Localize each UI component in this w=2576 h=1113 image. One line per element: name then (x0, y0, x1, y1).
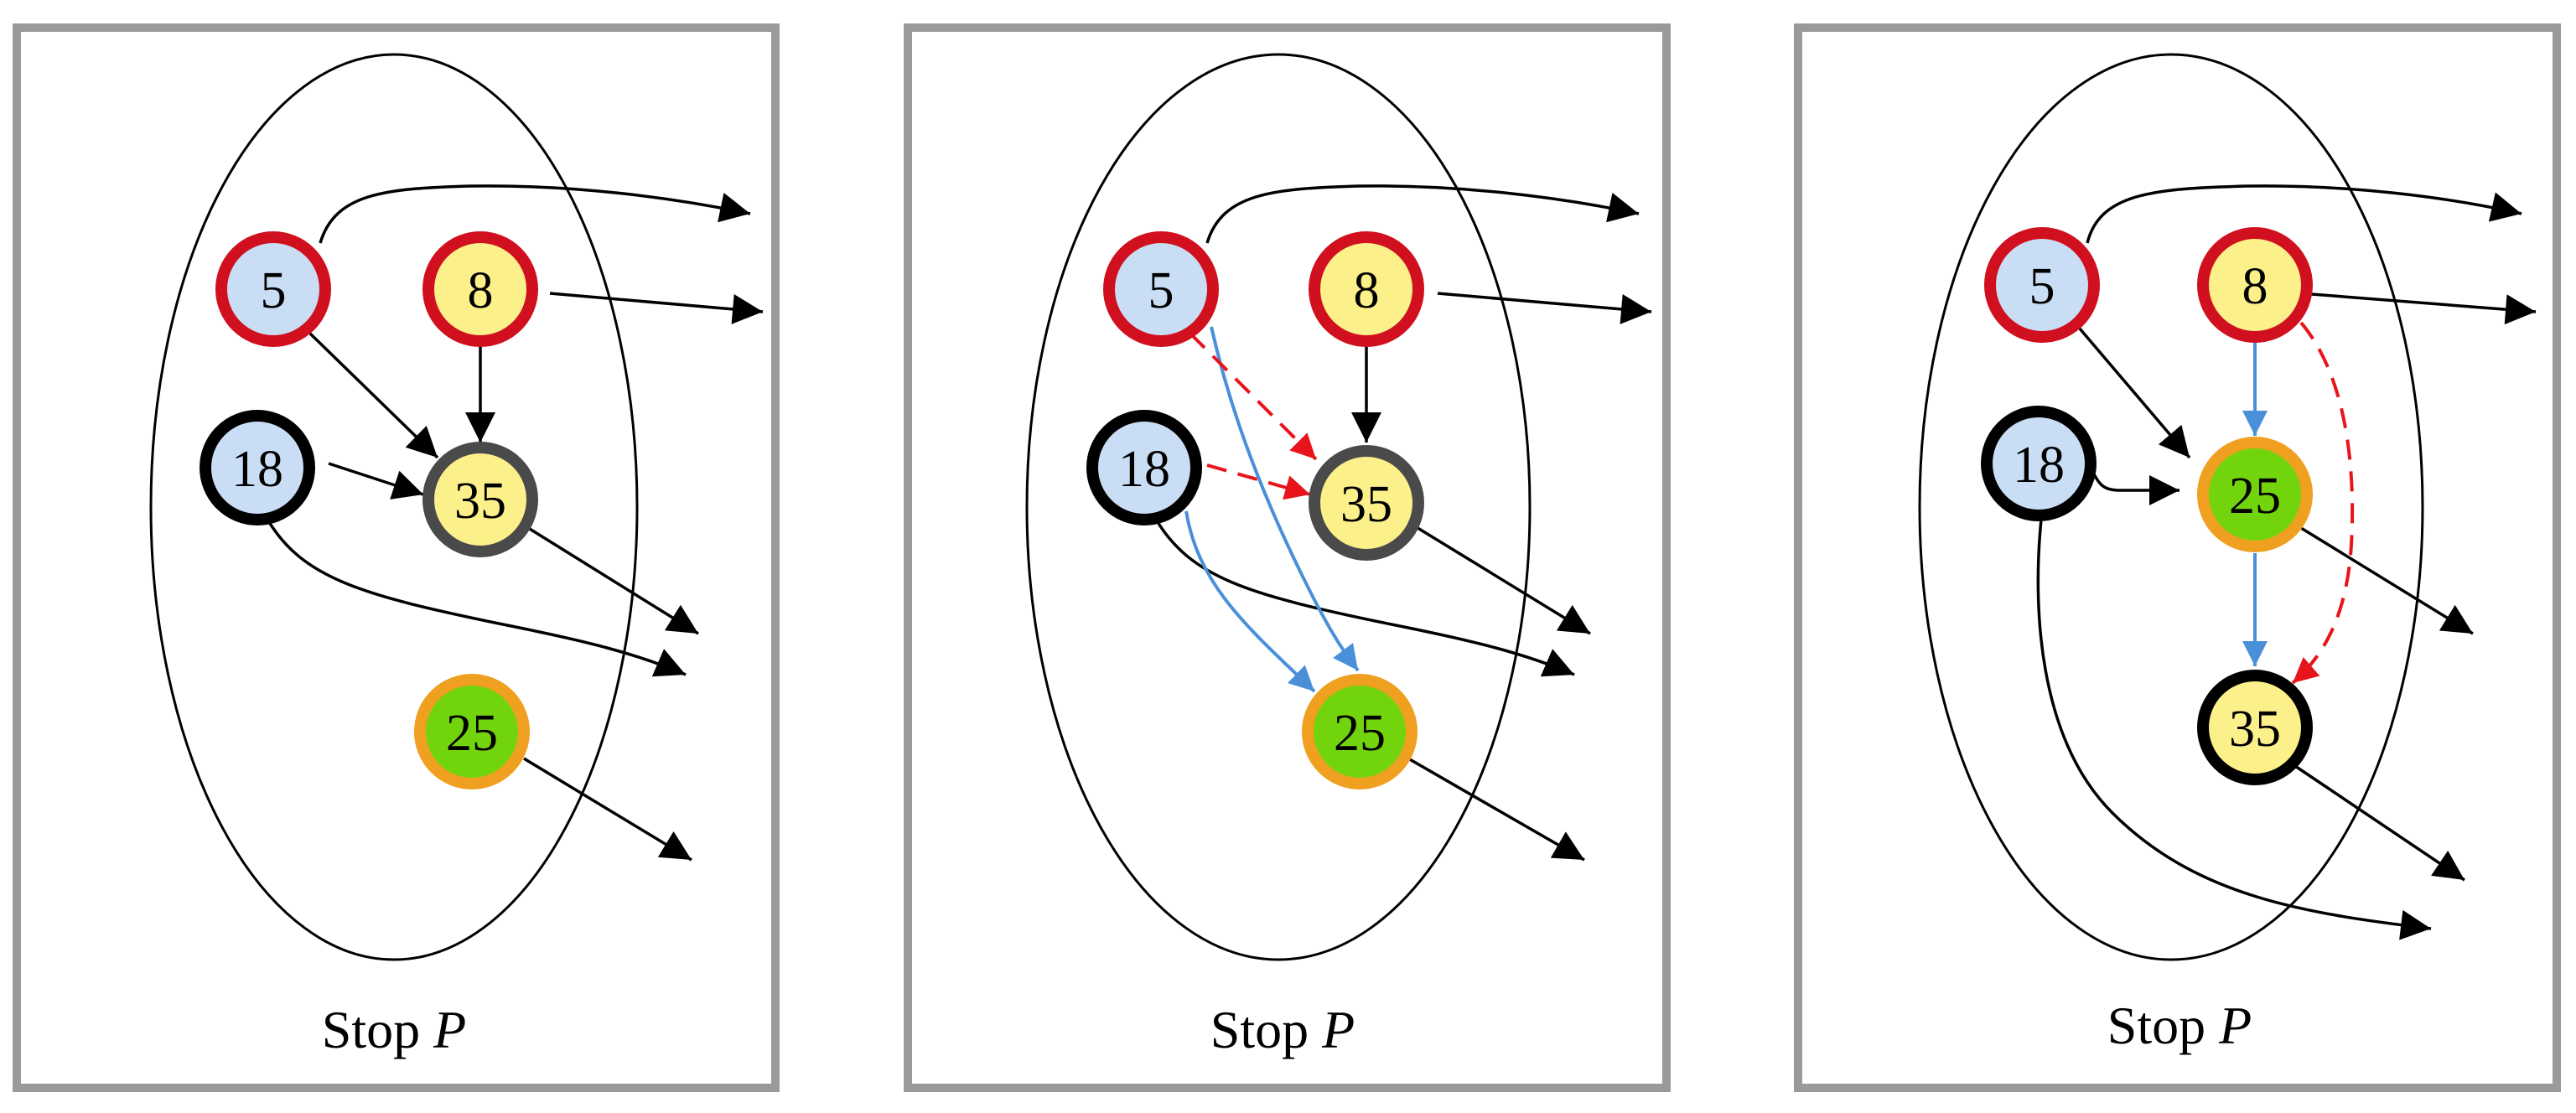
edge-25-out (2300, 526, 2474, 635)
edges (1153, 184, 1652, 862)
node-label: 35 (1340, 476, 1392, 533)
panel-3: 5 8 18 25 35 Stop P (1794, 23, 2561, 1092)
edge-35-out (2289, 761, 2465, 882)
edge-5-out (319, 184, 751, 244)
node-8: 8 (422, 231, 538, 347)
panel-1: 5 8 18 35 25 Stop P (13, 23, 780, 1092)
node-label: 18 (231, 441, 283, 498)
edge-5-out (1205, 184, 1640, 244)
node-label: 8 (1354, 262, 1380, 319)
red-dashed-edges (1189, 332, 1318, 500)
edge-5-25-blue (1210, 326, 1360, 672)
panel-caption: Stop P (2107, 996, 2252, 1055)
node-25: 25 (414, 674, 530, 789)
red-dashed-edges (2291, 321, 2355, 685)
node-35: 35 (2197, 670, 2313, 785)
edge-18-35 (328, 462, 424, 500)
edge-35-out (1414, 525, 1591, 635)
node-18: 18 (1981, 406, 2097, 521)
stop-region-ellipse (1918, 53, 2424, 961)
node-5: 5 (215, 231, 331, 347)
edges (2036, 184, 2537, 940)
node-25: 25 (1302, 674, 1418, 789)
node-label: 5 (2029, 258, 2055, 315)
edge-8-out (2300, 292, 2537, 325)
panel-caption: Stop P (322, 1000, 466, 1059)
stop-region-ellipse (1025, 53, 1532, 961)
edge-8-35-dashed (2291, 321, 2355, 685)
blue-edges (1184, 326, 1360, 693)
edge-5-35 (308, 332, 439, 459)
edges (265, 184, 764, 862)
edge-5-25 (2073, 321, 2191, 459)
stop-region-ellipse (149, 53, 639, 961)
node-8: 8 (2197, 227, 2313, 343)
panel-frame (1794, 23, 2561, 1092)
node-label: 8 (468, 262, 494, 319)
edge-18-25 (2090, 468, 2179, 505)
edge-18-out (1153, 517, 1575, 677)
edge-8-out (1437, 292, 1652, 324)
node-5: 5 (1103, 231, 1219, 347)
node-25: 25 (2197, 437, 2313, 552)
edge-18-25-blue (1184, 510, 1316, 693)
node-label: 25 (2229, 468, 2281, 525)
edge-8-out (549, 292, 764, 324)
panel-frame (13, 23, 780, 1092)
node-label: 8 (2242, 258, 2268, 315)
node-label: 5 (1148, 262, 1174, 319)
node-18: 18 (1086, 410, 1202, 525)
node-label: 18 (2013, 437, 2065, 494)
edge-18-35-dashed (1206, 463, 1311, 500)
node-label: 25 (446, 705, 498, 762)
node-label: 35 (2229, 701, 2281, 758)
edge-18-out (265, 517, 687, 677)
panel-frame (904, 23, 1671, 1092)
panel-caption: Stop P (1210, 1000, 1355, 1059)
node-5: 5 (1984, 227, 2100, 343)
panel-2: 5 8 18 35 25 Stop P (904, 23, 1671, 1092)
edge-5-35-dashed (1189, 332, 1318, 461)
node-label: 18 (1118, 441, 1170, 498)
edge-35-out (525, 525, 699, 635)
edge-25-out (523, 757, 692, 862)
edge-25-out (1407, 757, 1585, 862)
node-8: 8 (1309, 231, 1424, 347)
edge-5-out (2086, 184, 2522, 244)
edge-18-out (2036, 519, 2432, 940)
node-18: 18 (200, 410, 315, 525)
node-label: 25 (1334, 705, 1386, 762)
node-35: 35 (422, 442, 538, 557)
node-label: 5 (261, 262, 287, 319)
node-35: 35 (1309, 445, 1424, 561)
node-label: 35 (454, 473, 506, 530)
